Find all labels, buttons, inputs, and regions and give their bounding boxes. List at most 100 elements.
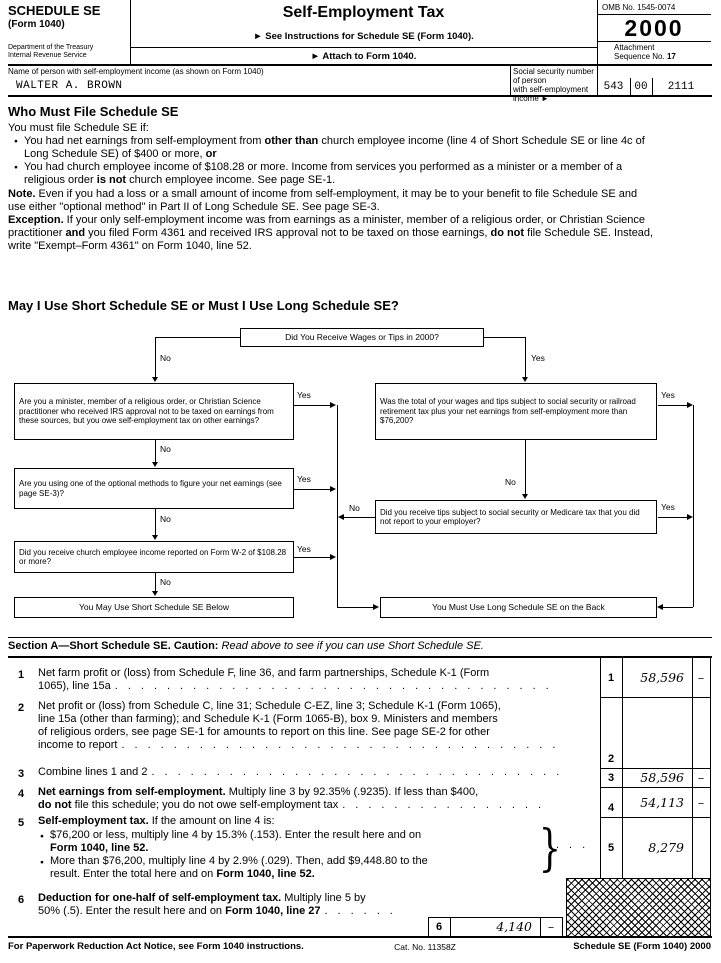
arrow-right-icon	[373, 604, 379, 610]
section-divider	[8, 637, 712, 638]
who-must-file-exception: Exception. If your only self-employment …	[8, 214, 654, 252]
line6-cents-entry[interactable]: –	[547, 919, 555, 934]
flow-left-q3: Did you receive church employee income r…	[19, 547, 287, 567]
department-block: Department of the Treasury Internal Reve…	[8, 44, 93, 60]
flow-no-label: No	[160, 353, 171, 363]
line5-description: Self-employment tax. If the amount on li…	[38, 815, 275, 827]
ssn-entry-area1[interactable]: 543	[603, 80, 624, 93]
flow-connector	[337, 405, 338, 607]
name-row-divider	[510, 66, 511, 95]
paperwork-notice: For Paperwork Reduction Act Notice, see …	[8, 941, 304, 952]
line2-cents-entry[interactable]	[692, 697, 710, 768]
section-a-rule	[8, 656, 712, 658]
line5-option2: More than $76,200, multiply line 4 by 2.…	[50, 855, 428, 880]
line6-description: Deduction for one-half of self-employmen…	[38, 892, 403, 917]
arrow-right-icon	[687, 514, 693, 520]
arrow-down-icon	[522, 377, 528, 382]
bullet-icon: ●	[14, 164, 18, 171]
flowchart-heading: May I Use Short Schedule SE or Must I Us…	[8, 298, 399, 313]
flow-yes-label: Yes	[661, 390, 675, 400]
department-line1: Department of the Treasury	[8, 44, 94, 51]
header-divider	[130, 0, 131, 64]
arrow-right-icon	[330, 402, 336, 408]
line1-cents-entry[interactable]: –	[697, 670, 705, 685]
ssn-entry-area2[interactable]: 00	[634, 80, 648, 93]
flow-yes-label: Yes	[297, 474, 311, 484]
line5-cents-entry[interactable]	[692, 817, 710, 878]
flow-yes-label: Yes	[531, 353, 545, 363]
bullet-icon: ●	[40, 859, 44, 866]
flow-no-label: No	[505, 477, 516, 487]
flow-connector	[294, 557, 330, 558]
arrow-right-icon	[330, 486, 336, 492]
who-must-file-bullet1: You had net earnings from self-employmen…	[24, 135, 645, 160]
line1-box-number: 1	[607, 671, 615, 684]
arrow-down-icon	[522, 494, 528, 499]
line3-number: 3	[18, 768, 25, 780]
line4-cents-entry[interactable]: –	[697, 794, 705, 810]
form-title: Self-Employment Tax	[282, 4, 445, 21]
name-row-bottom-rule	[8, 95, 712, 97]
flow-connector	[155, 440, 156, 462]
line2-box-number: 2	[607, 753, 615, 765]
name-row-divider	[597, 66, 598, 95]
line2-amount-entry[interactable]	[622, 697, 692, 768]
line1-amount-entry[interactable]: 58,596	[640, 670, 684, 685]
sequence-label: Sequence No. 17	[614, 52, 676, 61]
who-must-file-heading: Who Must File Schedule SE	[8, 104, 179, 119]
name-entry[interactable]: WALTER A. BROWN	[16, 80, 123, 92]
amount-row-line	[600, 787, 710, 788]
flow-yes-label: Yes	[297, 390, 311, 400]
see-instructions-note: ► See Instructions for Schedule SE (Form…	[253, 31, 474, 42]
flow-connector	[155, 509, 156, 535]
line5-amount-entry[interactable]: 8,279	[648, 840, 684, 855]
flow-no-label: No	[160, 577, 171, 587]
flow-left-q3-box: Did you receive church employee income r…	[14, 541, 294, 573]
line1-number: 1	[18, 669, 25, 681]
line6-box-number: 6	[435, 920, 443, 933]
flow-connector	[294, 405, 330, 406]
flow-no-label: No	[349, 503, 360, 513]
attach-note: ► Attach to Form 1040.	[310, 51, 417, 62]
flow-connector	[155, 337, 240, 338]
arrow-down-icon	[152, 535, 158, 540]
line5-leader-dots: ...	[556, 839, 596, 851]
ssn-divider	[652, 78, 653, 95]
department-line2: Internal Revenue Service	[8, 52, 87, 59]
arrow-down-icon	[152, 591, 158, 596]
line5-option1: $76,200 or less, multiply line 4 by 15.3…	[50, 829, 422, 854]
line4-number: 4	[18, 788, 25, 800]
line5-box-number: 5	[607, 841, 615, 854]
bullet-icon: ●	[14, 138, 18, 145]
header-divider	[597, 0, 598, 64]
line3-description: Combine lines 1 and 2...................…	[38, 766, 570, 778]
ssn-divider	[630, 78, 631, 95]
line6-amount-entry[interactable]: 4,140	[496, 919, 532, 934]
flow-right-q1-box: Was the total of your wages and tips sub…	[375, 383, 657, 440]
line3-amount-entry[interactable]: 58,596	[640, 770, 684, 785]
flow-connector	[484, 337, 525, 338]
flow-long-result-box: You Must Use Long Schedule SE on the Bac…	[380, 597, 657, 618]
flow-top-question-box: Did You Receive Wages or Tips in 2000?	[240, 328, 484, 347]
ssn-entry-area3[interactable]: 2111	[667, 80, 695, 93]
line1-description: Net farm profit or (loss) from Schedule …	[38, 667, 559, 692]
flow-left-q1-box: Are you a minister, member of a religiou…	[14, 383, 294, 440]
flow-connector	[658, 405, 687, 406]
line4-amount-entry[interactable]: 54,113	[640, 794, 684, 810]
flow-connector	[155, 573, 156, 591]
section-a-heading: Section A—Short Schedule SE. Caution: Re…	[8, 640, 484, 652]
line3-cents-entry[interactable]: –	[697, 770, 705, 785]
amount-row-line	[600, 697, 710, 698]
flow-left-q1: Are you a minister, member of a religiou…	[19, 397, 274, 426]
form-number-label: (Form 1040)	[8, 19, 65, 30]
arrow-left-icon	[338, 514, 344, 520]
line6-box-line	[540, 917, 541, 936]
flow-connector	[337, 607, 373, 608]
attachment-label: Attachment	[614, 43, 655, 52]
bullet-icon: ●	[40, 833, 44, 840]
line4-box-number: 4	[607, 802, 615, 814]
header-divider	[597, 41, 711, 42]
form-id-footer: Schedule SE (Form 1040) 2000	[573, 941, 711, 952]
